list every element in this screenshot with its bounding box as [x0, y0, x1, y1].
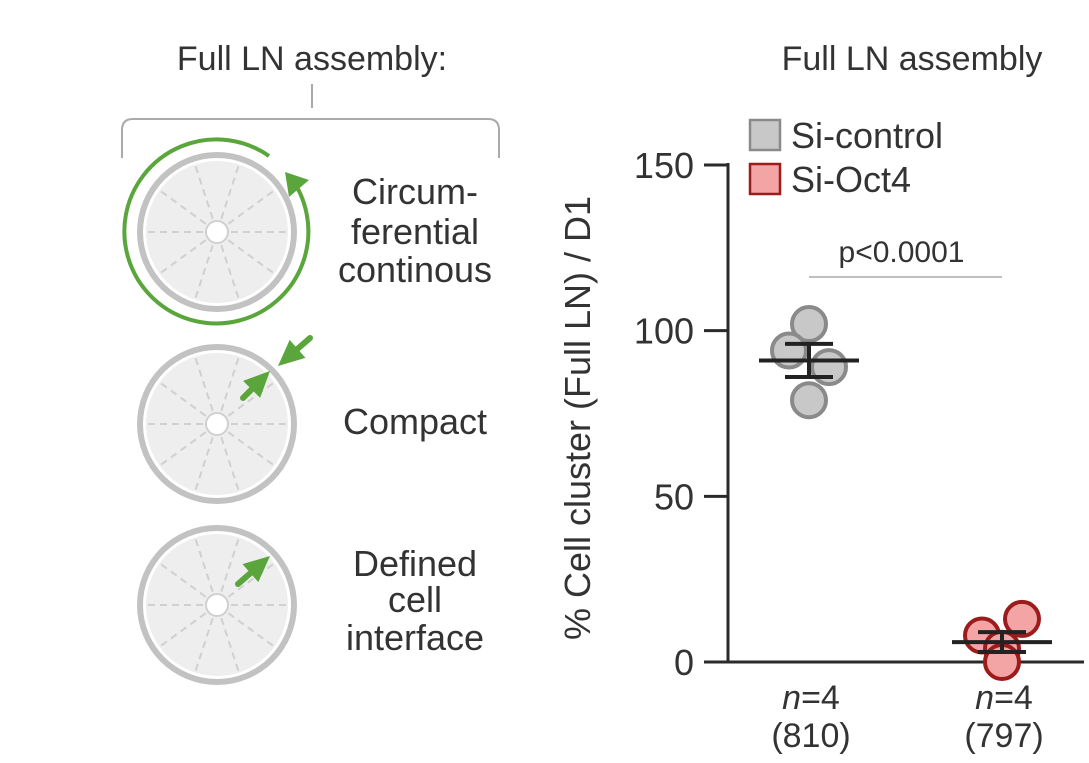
- spoke: [159, 431, 207, 466]
- spoke: [220, 538, 240, 592]
- item-1-label-line-1: Circum-: [352, 171, 478, 212]
- spoke: [194, 245, 214, 299]
- chart-title: Full LN assembly: [782, 40, 1043, 78]
- n-symbol: n: [782, 679, 801, 717]
- spoke: [227, 612, 275, 647]
- data-point-1: [790, 381, 828, 420]
- arrow-head: [278, 339, 306, 366]
- spoke: [159, 190, 207, 225]
- n-value: =4: [994, 679, 1033, 717]
- spoke: [220, 165, 240, 219]
- spoke: [159, 563, 207, 598]
- spoke: [194, 357, 214, 411]
- interface-arrow-icon: [235, 556, 270, 587]
- y-axis-label: % Cell cluster (Full LN) / D1: [557, 196, 598, 640]
- left-panel-title: Full LN assembly:: [177, 40, 447, 78]
- interface-ring-icon: [137, 525, 297, 685]
- spoke: [194, 165, 214, 219]
- category-2-n-label: n=4: [975, 679, 1033, 717]
- arrow-head: [242, 556, 270, 583]
- spoke: [227, 190, 275, 225]
- circumferential-arc: [122, 137, 311, 326]
- center-hub: [205, 220, 229, 244]
- compact-outward-arrow-icon: [240, 371, 270, 401]
- spoke: [220, 437, 240, 491]
- spoke: [194, 437, 214, 491]
- category-2-count-label: (797): [964, 717, 1043, 755]
- arrow-shaft: [235, 570, 254, 587]
- spoke: [227, 431, 275, 466]
- legend-label-2: Si-Oct4: [791, 159, 911, 200]
- legend-swatch-1: [748, 118, 782, 152]
- spoke: [194, 538, 214, 592]
- spoke: [194, 618, 214, 672]
- group-bracket: [121, 118, 500, 158]
- category-1-count-label: (810): [771, 717, 850, 755]
- item-3-label-line-2: cell: [388, 579, 442, 620]
- spoke: [227, 382, 275, 417]
- spoke: [159, 239, 207, 274]
- y-tick-label: 50: [654, 476, 694, 517]
- item-3-label-line-3: interface: [346, 617, 484, 658]
- arrow-head: [243, 371, 270, 398]
- item-2-label-line-1: Compact: [343, 401, 487, 442]
- spoke: [159, 612, 207, 647]
- item-1-label-line-2: ferential: [351, 211, 479, 252]
- spoke: [159, 382, 207, 417]
- spoke: [227, 563, 275, 598]
- data-point-1: [790, 305, 828, 344]
- center-hub: [205, 593, 229, 617]
- compact-ring-icon: [137, 344, 297, 504]
- data-point-2: [1003, 599, 1041, 638]
- spoke: [220, 618, 240, 672]
- spoke: [220, 357, 240, 411]
- center-hub: [205, 412, 229, 436]
- circumferential-ring-icon: [137, 152, 297, 312]
- significance-label: p<0.0001: [839, 236, 965, 269]
- arrow-shaft: [294, 335, 313, 352]
- compact-inward-arrow-icon: [278, 335, 313, 366]
- spoke: [227, 239, 275, 274]
- y-tick-label: 150: [634, 145, 694, 186]
- arrow-shaft: [240, 386, 255, 401]
- y-tick-label: 100: [634, 311, 694, 352]
- item-3-label-line-1: Defined: [353, 543, 477, 584]
- circumferential-arrowhead-icon: [285, 172, 309, 197]
- legend-label-1: Si-control: [791, 115, 943, 156]
- item-1-label-line-3: continous: [338, 249, 492, 290]
- category-1-n-label: n=4: [782, 679, 840, 717]
- n-symbol: n: [975, 679, 994, 717]
- n-value: =4: [801, 679, 840, 717]
- spoke: [220, 245, 240, 299]
- legend-swatch-2: [748, 162, 782, 196]
- y-tick-label: 0: [674, 642, 694, 683]
